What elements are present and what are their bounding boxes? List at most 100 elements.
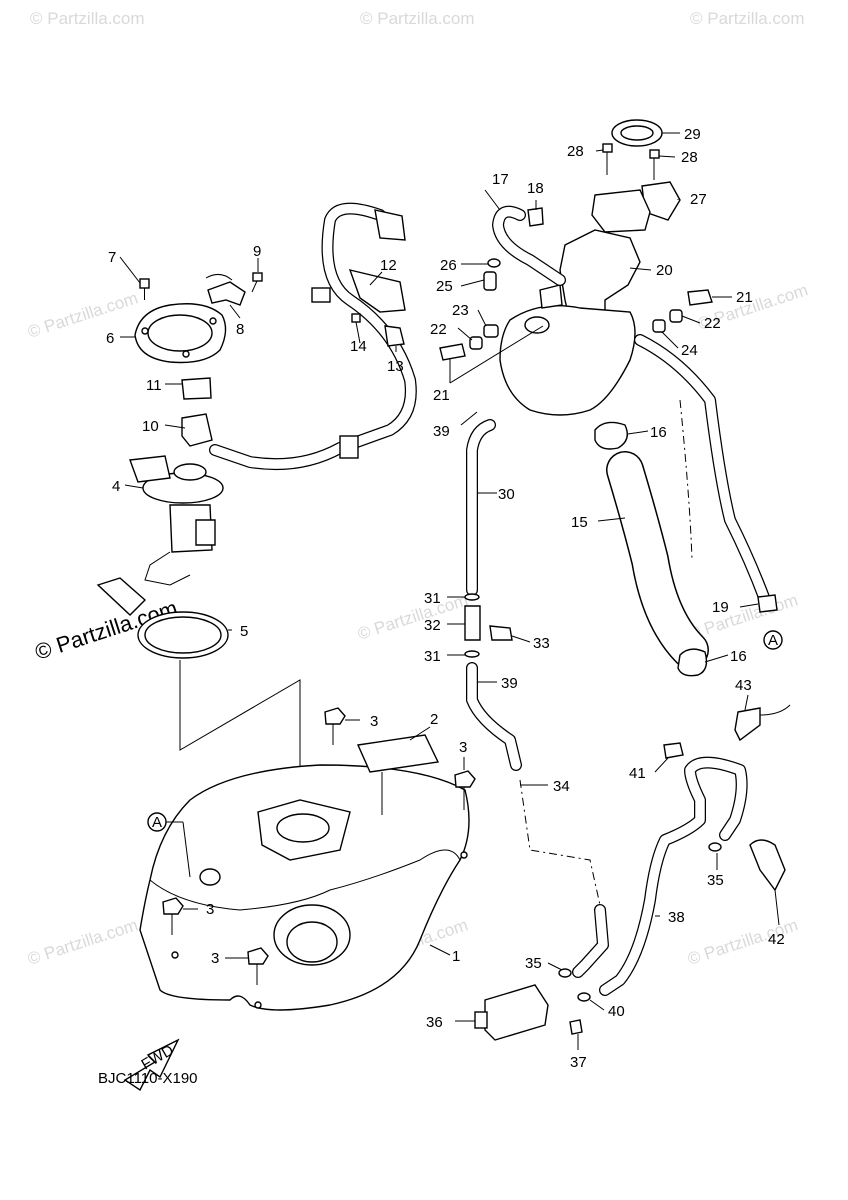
clip-33 — [489, 625, 513, 641]
ref-marker-a: A — [152, 814, 162, 831]
callout: 3 — [370, 713, 378, 730]
clip-35 — [708, 842, 722, 852]
leader-lines — [119, 132, 780, 1050]
callout: 35 — [707, 872, 724, 889]
hose-quick-connector — [374, 209, 406, 241]
pump-gasket-inner — [144, 616, 222, 654]
hidden-line — [679, 399, 693, 561]
bracket-42 — [749, 839, 786, 892]
callout: 24 — [681, 342, 698, 359]
callout: 14 — [350, 338, 367, 355]
callout: 21 — [433, 387, 450, 404]
callout: 35 — [525, 955, 542, 972]
watermark: © Partzilla.com — [690, 9, 805, 28]
callout: 28 — [681, 149, 698, 166]
sleeve-25 — [483, 271, 497, 291]
watermark: © Partzilla.com — [355, 590, 470, 643]
collar-23 — [483, 324, 499, 338]
clip-31 — [464, 650, 480, 658]
clip-35 — [558, 968, 572, 978]
bolt-21 — [687, 289, 713, 306]
collar-24 — [652, 319, 666, 333]
callout: 34 — [553, 778, 570, 795]
canister-body — [499, 305, 636, 416]
callout: 8 — [236, 321, 244, 338]
callout: 43 — [735, 677, 752, 694]
callout: 20 — [656, 262, 673, 279]
clip-18 — [527, 207, 544, 227]
callout: 41 — [629, 765, 646, 782]
callout: 40 — [608, 1003, 625, 1020]
callout: 39 — [433, 423, 450, 440]
callout: 19 — [712, 599, 729, 616]
callout: 26 — [440, 257, 457, 274]
callout: 22 — [430, 321, 447, 338]
sender-arm — [144, 551, 191, 586]
bolt-9-shank — [251, 280, 258, 293]
callout-labels: 1 2 3 3 3 3 4 5 6 7 8 9 10 11 12 13 14 1… — [106, 126, 785, 1071]
filler-neck-assembly — [439, 119, 778, 677]
bolt-3-head — [454, 770, 476, 788]
tank-filler-inner — [286, 921, 338, 963]
bolt-3-head — [247, 947, 269, 965]
tank-breather-nipple — [199, 868, 221, 886]
callout: 18 — [527, 180, 544, 197]
filler-neck-20 — [559, 229, 641, 323]
tank-pump-opening — [276, 813, 330, 843]
callout: 1 — [452, 948, 460, 965]
canister-outlet — [474, 1011, 488, 1029]
callout: 3 — [211, 950, 219, 967]
watermark: © Partzilla.com — [360, 9, 475, 28]
fuel-tank — [139, 764, 470, 1011]
bolt-9-head — [252, 272, 263, 282]
callout: 3 — [459, 739, 467, 756]
bolt-3-head — [324, 707, 346, 725]
cover-bolt-hole — [182, 350, 190, 358]
callout: 5 — [240, 623, 248, 640]
filler-cap-housing — [591, 189, 651, 233]
assembly-line — [179, 660, 301, 790]
diagram-code: BJC1110-X190 — [98, 1070, 198, 1087]
screw-28 — [602, 143, 613, 153]
callout: 3 — [206, 901, 214, 918]
bolt-set-3 — [162, 707, 476, 985]
pump-fuel-hose — [209, 202, 417, 471]
bracket-43-wire — [759, 704, 791, 716]
watermark: © Partzilla.com — [25, 288, 140, 341]
vent-hose-assembly — [464, 419, 609, 978]
callout: 25 — [436, 278, 453, 295]
screw-28 — [649, 149, 660, 159]
tank-mount-hole — [254, 1001, 262, 1009]
fwd-arrow-shape — [123, 1038, 180, 1092]
callout: 27 — [690, 191, 707, 208]
pump-filter — [195, 519, 216, 546]
bracket-12 — [348, 269, 406, 313]
callout: 37 — [570, 1054, 587, 1071]
canister-36 — [484, 984, 549, 1041]
fitting-32 — [464, 605, 481, 641]
callout: 30 — [498, 486, 515, 503]
clip-41 — [663, 742, 684, 759]
canister-assembly — [474, 704, 791, 1041]
ref-marker-a-circle — [763, 630, 783, 650]
tank-mount-hole — [171, 951, 179, 959]
callout: 17 — [492, 171, 509, 188]
callout: 28 — [567, 143, 584, 160]
bolt-37 — [569, 1019, 583, 1035]
bracket-43 — [734, 707, 761, 742]
callout: 16 — [650, 424, 667, 441]
hose-clamp-16 — [677, 648, 708, 677]
callout: 11 — [146, 377, 162, 394]
screw-7-head — [139, 278, 150, 289]
hose-sleeve — [311, 287, 331, 303]
callout: 9 — [253, 243, 261, 260]
watermark: © Partzilla.com — [25, 915, 140, 968]
callout: 16 — [730, 648, 747, 665]
cover-bolt-hole — [209, 317, 217, 325]
grommet-22 — [469, 336, 483, 350]
pump-cover-inner — [147, 314, 213, 352]
clip-31 — [464, 593, 480, 601]
canister-port — [524, 316, 550, 334]
callout: 22 — [704, 315, 721, 332]
